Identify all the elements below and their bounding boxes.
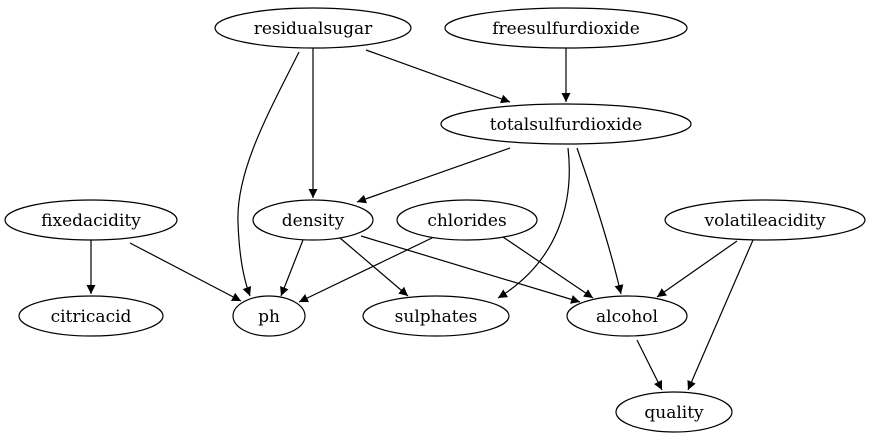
node-totalsulfurdioxide: totalsulfurdioxide: [440, 103, 692, 145]
node-ellipse: [396, 199, 538, 241]
edge-alcohol-to-quality: [636, 339, 663, 391]
edge-density-to-alcohol: [360, 235, 581, 304]
node-ellipse: [4, 199, 178, 241]
edge-volatileacidity-to-alcohol: [656, 240, 738, 298]
node-freesulfurdioxide: freesulfurdioxide: [444, 7, 688, 49]
node-ellipse: [566, 295, 688, 337]
node-quality: quality: [615, 391, 733, 433]
edge-line: [576, 147, 624, 295]
edge-line: [365, 49, 511, 104]
edge-line: [280, 239, 304, 297]
edge-totalsulfurdioxide-to-density: [356, 147, 511, 204]
edge-line: [339, 237, 409, 297]
edge-line: [687, 239, 754, 391]
edge-fixedacidity-to-ph: [129, 242, 242, 302]
node-volatileacidity: volatileacidity: [664, 199, 866, 241]
node-chlorides: chlorides: [396, 199, 538, 241]
node-label: fixedacidity: [41, 211, 141, 231]
node-label: ph: [258, 307, 280, 327]
edge-residualsugar-to-totalsulfurdioxide: [365, 49, 511, 104]
edge-volatileacidity-to-quality: [687, 239, 754, 391]
node-ellipse: [615, 391, 733, 433]
node-ellipse: [18, 295, 164, 337]
node-fixedacidity: fixedacidity: [4, 199, 178, 241]
node-sulphates: sulphates: [362, 295, 510, 337]
edge-line: [298, 236, 435, 303]
node-label: residualsugar: [254, 19, 373, 39]
node-label: quality: [644, 403, 704, 423]
node-alcohol: alcohol: [566, 295, 688, 337]
node-citricacid: citricacid: [18, 295, 164, 337]
edge-line: [129, 242, 242, 302]
node-label: totalsulfurdioxide: [490, 115, 642, 135]
edge-line: [656, 240, 738, 298]
edge-line: [502, 236, 594, 299]
nodes-layer: residualsugar freesulfurdioxide totalsulfu…: [4, 7, 866, 433]
node-label: citricacid: [51, 307, 132, 327]
edge-totalsulfurdioxide-to-alcohol: [576, 147, 624, 295]
node-density: density: [252, 199, 374, 241]
node-ellipse: [214, 7, 412, 49]
node-ellipse: [362, 295, 510, 337]
edge-residualsugar-to-ph: [237, 51, 300, 297]
edge-density-to-ph: [280, 239, 304, 297]
edge-density-to-sulphates: [339, 237, 409, 297]
edge-line: [356, 147, 511, 204]
edge-chlorides-to-ph: [298, 236, 435, 303]
node-ph: ph: [232, 295, 306, 337]
node-label: chlorides: [427, 211, 506, 231]
node-ellipse: [444, 7, 688, 49]
node-label: sulphates: [395, 307, 478, 327]
edge-line: [636, 339, 663, 391]
node-ellipse: [252, 199, 374, 241]
node-label: volatileacidity: [703, 211, 825, 231]
edges-layer: [86, 48, 754, 391]
node-ellipse: [440, 103, 692, 145]
edge-line: [237, 51, 300, 297]
node-ellipse: [232, 295, 306, 337]
node-label: freesulfurdioxide: [492, 19, 640, 39]
node-ellipse: [664, 199, 866, 241]
edge-line: [360, 235, 581, 304]
node-label: density: [282, 211, 345, 231]
edge-chlorides-to-alcohol: [502, 236, 594, 299]
node-residualsugar: residualsugar: [214, 7, 412, 49]
node-label: alcohol: [596, 307, 658, 327]
